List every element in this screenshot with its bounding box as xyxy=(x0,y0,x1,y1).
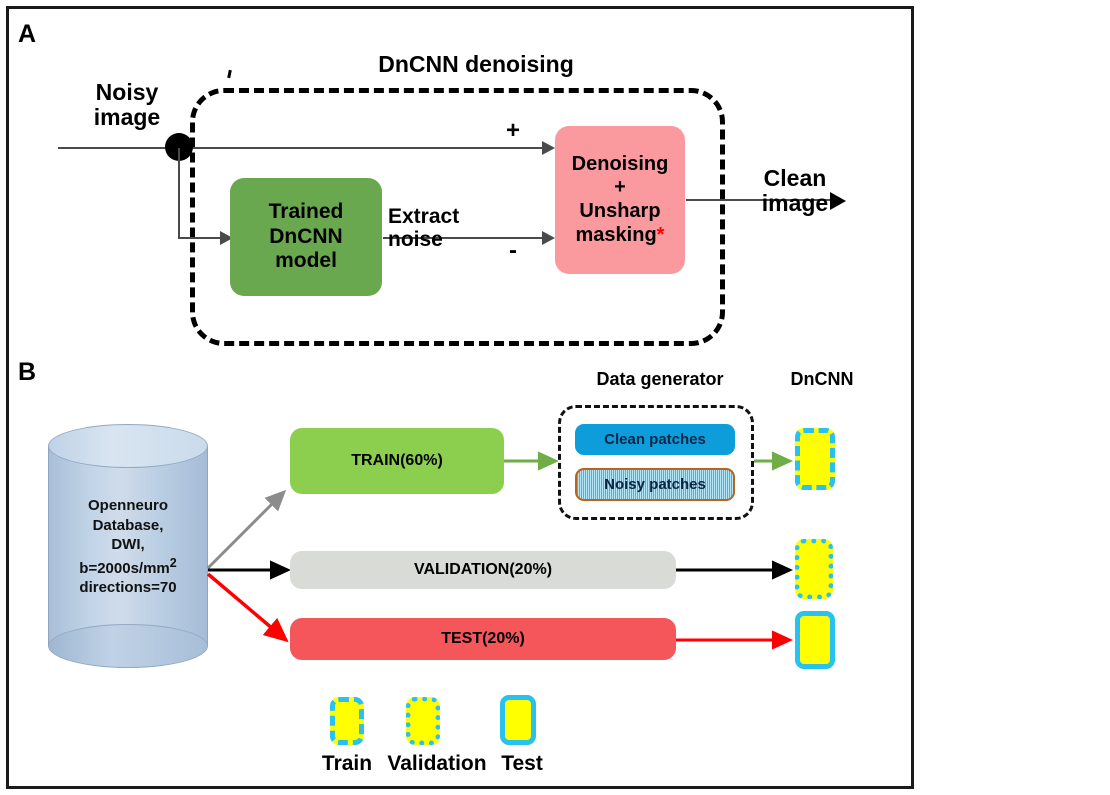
dncnn-box-train xyxy=(795,428,835,490)
output-box-line3: Unsharp xyxy=(579,200,661,222)
noisy-to-output-arrowhead xyxy=(542,141,555,155)
data-generator-box xyxy=(558,405,754,520)
cylinder-bottom-ellipse xyxy=(48,624,208,668)
legend-label-validation: Validation xyxy=(387,752,487,775)
noisy-patches-box: Noisy patches xyxy=(575,468,735,501)
extract-noise-arrowhead xyxy=(542,231,555,245)
output-box-line1: Denoising xyxy=(571,152,669,175)
clean-image-label-line1: Clean xyxy=(763,165,827,191)
noisy-patches-label: Noisy patches xyxy=(604,476,706,493)
model-box-line1: Trained xyxy=(268,199,344,223)
legend-swatch-train xyxy=(330,697,364,745)
dncnn-header: DnCNN xyxy=(790,369,854,389)
data-generator-header: Data generator xyxy=(596,369,724,389)
dncnn-box-validation xyxy=(795,539,833,599)
database-line5: directions=70 xyxy=(79,579,177,596)
trained-dncnn-model-box: Trained DnCNN model xyxy=(230,178,382,296)
minus-sign-label: - xyxy=(509,237,517,264)
clean-patches-label: Clean patches xyxy=(604,431,706,448)
cylinder-top-ellipse xyxy=(48,424,208,468)
extract-noise-line xyxy=(383,237,548,239)
output-box-line4: masking* xyxy=(572,224,669,248)
model-box-line3: model xyxy=(275,249,337,273)
database-line4-superscript: 2 xyxy=(169,555,177,570)
legend-swatch-test xyxy=(500,695,536,745)
clean-patches-box: Clean patches xyxy=(575,424,735,455)
database-text: Openneuro Database, DWI, b=2000s/mm2 dir… xyxy=(48,496,208,598)
denoising-unsharp-masking-box: Denoising + Unsharp masking* xyxy=(555,126,685,274)
clean-image-arrowhead xyxy=(830,192,846,210)
legend-label-test: Test xyxy=(501,752,543,775)
panel-a-letter: A xyxy=(18,20,37,48)
database-line4: b=2000s/mm2 xyxy=(48,555,208,579)
arrow-to-train xyxy=(206,489,287,570)
panel-a-title: DnCNN denoising xyxy=(378,51,574,77)
branch-down-line xyxy=(178,148,180,238)
split-box-test: TEST(20%) xyxy=(290,618,676,660)
database-line1: Openneuro xyxy=(87,497,168,514)
branch-to-model-arrowhead xyxy=(220,231,233,245)
plus-sign-label: + xyxy=(505,117,520,144)
branch-to-model-line xyxy=(178,237,224,239)
openneuro-database-cylinder: Openneuro Database, DWI, b=2000s/mm2 dir… xyxy=(48,424,208,668)
database-line4-text: b=2000s/mm xyxy=(79,559,170,577)
database-line3: DWI, xyxy=(111,536,145,553)
model-box-line2: DnCNN xyxy=(269,224,343,248)
output-box-line4-text: masking xyxy=(575,223,657,246)
extract-noise-line1: Extract xyxy=(388,205,460,228)
dncnn-box-test xyxy=(795,611,835,669)
split-label-validation: VALIDATION(20%) xyxy=(413,561,553,578)
extract-noise-label: Extract noise xyxy=(388,205,508,251)
legend-label-train: Train xyxy=(321,752,373,775)
clean-image-line xyxy=(686,199,836,201)
extract-noise-line2: noise xyxy=(388,227,443,251)
split-box-validation: VALIDATION(20%) xyxy=(290,551,676,589)
panel-b-letter: B xyxy=(18,358,37,386)
noisy-image-label-line1: Noisy xyxy=(95,79,159,105)
split-box-train: TRAIN(60%) xyxy=(290,428,504,494)
noisy-image-label-line2: image xyxy=(93,103,161,130)
clean-image-label: Clean image xyxy=(740,166,850,216)
split-label-train: TRAIN(60%) xyxy=(351,452,443,469)
noisy-image-label: Noisy image xyxy=(62,80,192,130)
cylinder-body xyxy=(48,446,208,646)
legend-swatch-validation xyxy=(406,697,440,745)
asterisk-icon: * xyxy=(656,223,665,246)
arrow-to-test xyxy=(206,572,289,643)
database-line2: Database, xyxy=(92,516,164,534)
split-label-test: TEST(20%) xyxy=(441,630,525,647)
noisy-to-output-line xyxy=(58,147,548,149)
dncnn-denoising-group-box xyxy=(190,88,725,346)
output-box-line2: + xyxy=(614,176,626,199)
clean-image-label-line2: image xyxy=(761,189,829,216)
